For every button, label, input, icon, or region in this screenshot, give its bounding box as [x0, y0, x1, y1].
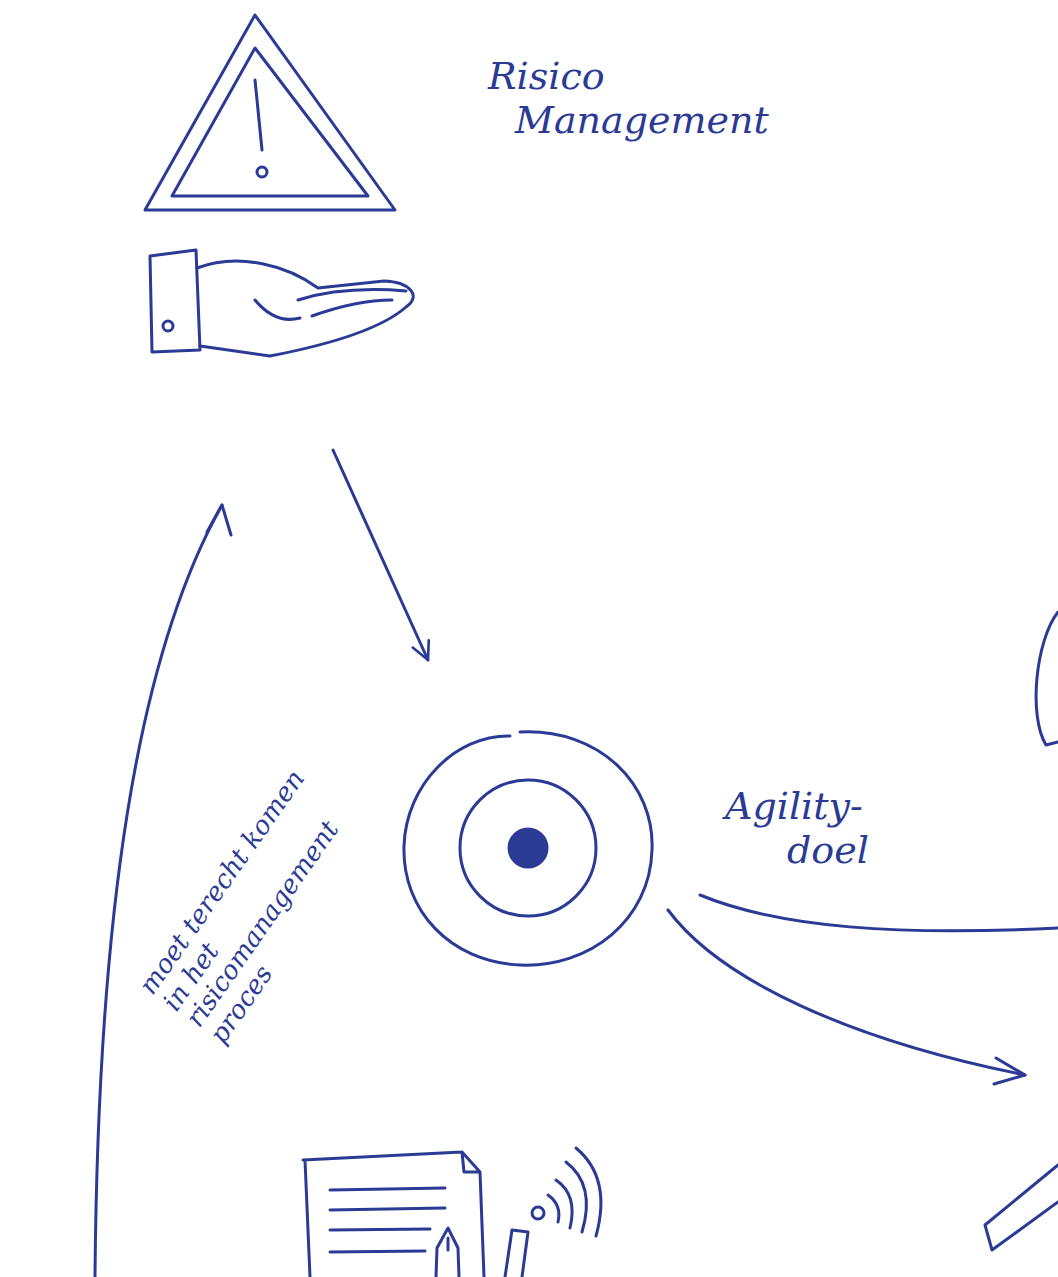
flow-arrow [333, 450, 428, 660]
node-label: Risico Management [488, 55, 788, 142]
warning-triangle [145, 15, 395, 210]
target-icon-node: Agility- doel [395, 660, 975, 970]
warning-triangle-inner [172, 48, 368, 196]
pen-nib [436, 1228, 459, 1277]
document-lines [330, 1188, 445, 1252]
partial-figure [1036, 612, 1058, 745]
hand-cuff [150, 250, 200, 352]
document-icon [303, 1152, 484, 1277]
node-outline [395, 660, 975, 970]
handwritten-note: moet terecht komen in het risicomanageme… [134, 762, 383, 1049]
target-bullseye [509, 829, 547, 867]
device-dot [532, 1207, 544, 1219]
node-label: Agility- doel [725, 785, 925, 872]
outgoing-line [700, 895, 1058, 931]
hand-fingers [255, 290, 406, 320]
open-hand [197, 261, 413, 356]
partial-pencil [985, 1165, 1058, 1250]
exclamation-bar [255, 80, 262, 150]
outgoing-arrow-line [668, 910, 1025, 1075]
exclamation-dot [257, 167, 267, 177]
outgoing-arrow-head [994, 1058, 1025, 1084]
target-inner-ring [460, 780, 596, 916]
target-outer-ring [404, 732, 652, 965]
device-icon [505, 1230, 528, 1277]
long-arrow-head [207, 505, 231, 535]
risk-icon-node: Risico Management [140, 5, 840, 450]
signal-waves [548, 1148, 601, 1236]
cuff-button [163, 321, 173, 331]
